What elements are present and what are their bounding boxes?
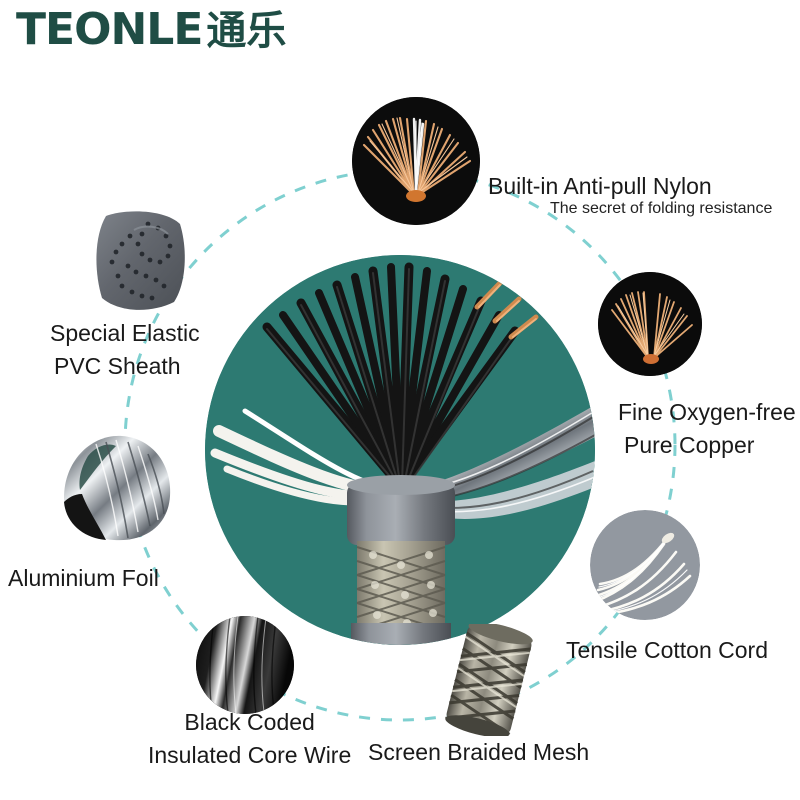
label-black-coded-core: Black Coded Insulated Core Wire [148, 706, 351, 772]
label-oxygen-free-copper-line2: Pure Copper [624, 432, 755, 458]
label-anti-pull-nylon-title: Built-in Anti-pull Nylon [488, 173, 712, 199]
aluminium-foil-wrap-icon [64, 435, 171, 541]
bubble-braided-mesh [434, 624, 546, 736]
bubble-cotton-cord [590, 510, 700, 620]
bubble-anti-pull-nylon [352, 97, 480, 225]
label-cotton-cord: Tensile Cotton Cord [566, 634, 768, 667]
bubble-black-coded-core [196, 616, 294, 714]
label-anti-pull-nylon-subtitle: The secret of folding resistance [550, 200, 773, 217]
label-aluminium-foil: Aluminium Foil [8, 562, 159, 595]
brand-name-chinese: 通乐 [206, 8, 287, 54]
bubble-pvc-sheath [88, 206, 198, 316]
label-anti-pull-nylon: Built-in Anti-pull Nylon [488, 170, 712, 203]
label-pvc-sheath-line1: Special Elastic [50, 320, 200, 346]
brand-logo: TEONLE 通乐 [16, 8, 286, 52]
bubble-oxygen-free-copper [598, 272, 702, 376]
white-cotton-cord-icon [590, 510, 700, 620]
brand-name-latin: TEONLE [16, 4, 203, 55]
copper-strand-bundle-with-nylon-icon [352, 97, 480, 225]
black-insulated-core-icon [196, 616, 294, 714]
label-black-coded-core-line2: Insulated Core Wire [148, 742, 352, 768]
label-anti-pull-nylon-subtitle-wrap: The secret of folding resistance [550, 198, 772, 220]
label-braided-mesh: Screen Braided Mesh [368, 736, 589, 769]
label-pvc-sheath: Special Elastic PVC Sheath [50, 317, 200, 383]
label-pvc-sheath-line2: PVC Sheath [54, 353, 181, 379]
label-oxygen-free-copper-line1: Fine Oxygen-free [618, 399, 796, 425]
label-cotton-cord-line1: Tensile Cotton Cord [566, 637, 768, 663]
label-black-coded-core-line1: Black Coded [184, 709, 315, 735]
metal-braided-mesh-icon [445, 624, 533, 736]
hero-cable-image [205, 255, 595, 645]
fine-copper-strands-icon [598, 272, 702, 376]
bubble-aluminium-foil [58, 424, 174, 544]
label-oxygen-free-copper: Fine Oxygen-free Pure Copper [618, 396, 796, 462]
label-aluminium-foil-line1: Aluminium Foil [8, 565, 159, 591]
label-braided-mesh-line1: Screen Braided Mesh [368, 739, 590, 765]
grey-pvc-sheath-swatch-icon [96, 211, 185, 310]
